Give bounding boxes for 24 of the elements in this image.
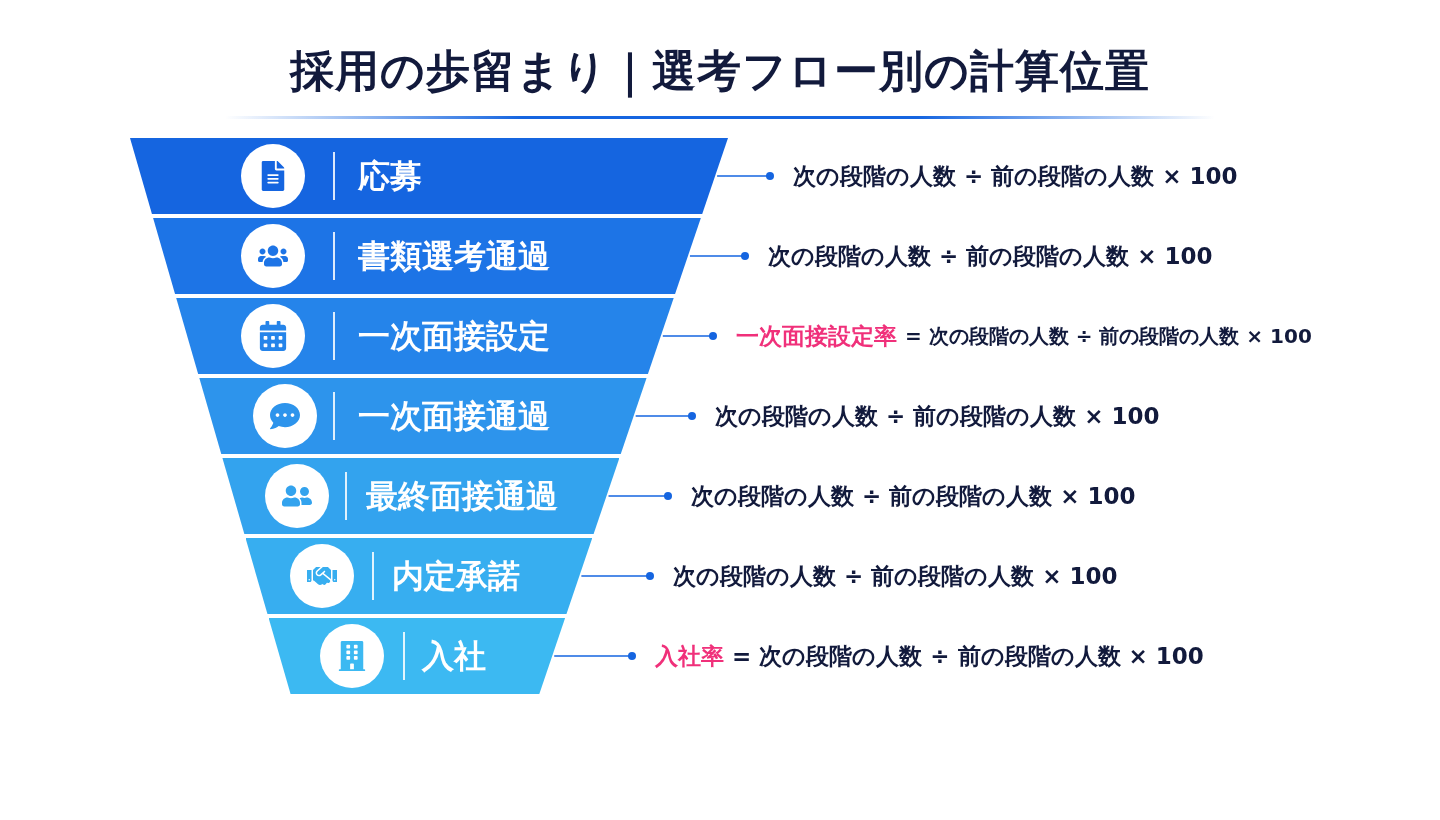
formula-text: 次の段階の人数 ÷ 前の段階の人数 × 100	[673, 561, 1118, 591]
leader-line	[662, 332, 717, 340]
stage-label: 書類選考通過	[358, 236, 550, 276]
formula-text: 次の段階の人数 ÷ 前の段階の人数 × 100	[715, 401, 1160, 431]
stage-label: 一次面接通過	[358, 396, 550, 436]
title: 採用の歩留まり｜選考フロー別の計算位置	[288, 44, 1151, 100]
leader-line	[580, 572, 654, 580]
stage-label: 一次面接設定	[358, 316, 550, 356]
stage-label: 応募	[358, 156, 422, 196]
formula-text: 次の段階の人数 ÷ 前の段階の人数 × 100	[793, 161, 1238, 191]
leader-line	[553, 652, 636, 660]
leader-line	[716, 172, 774, 180]
leader-line	[634, 412, 696, 420]
stage-label: 入社	[422, 636, 486, 676]
rate-name: 入社率	[655, 641, 724, 671]
formula-text: 次の段階の人数 ÷ 前の段階の人数 × 100	[691, 481, 1136, 511]
stage-label: 最終面接通過	[366, 476, 558, 516]
formula-text: 次の段階の人数 ÷ 前の段階の人数 × 100	[768, 241, 1213, 271]
formula-text: = 次の段階の人数 ÷ 前の段階の人数 × 100	[732, 641, 1204, 671]
formula-text: = 次の段階の人数 ÷ 前の段階の人数 × 100	[905, 322, 1312, 350]
rate-name: 一次面接設定率	[736, 321, 897, 351]
leader-line	[689, 252, 749, 260]
leader-line	[607, 492, 672, 500]
stage-label: 内定承諾	[392, 556, 520, 596]
